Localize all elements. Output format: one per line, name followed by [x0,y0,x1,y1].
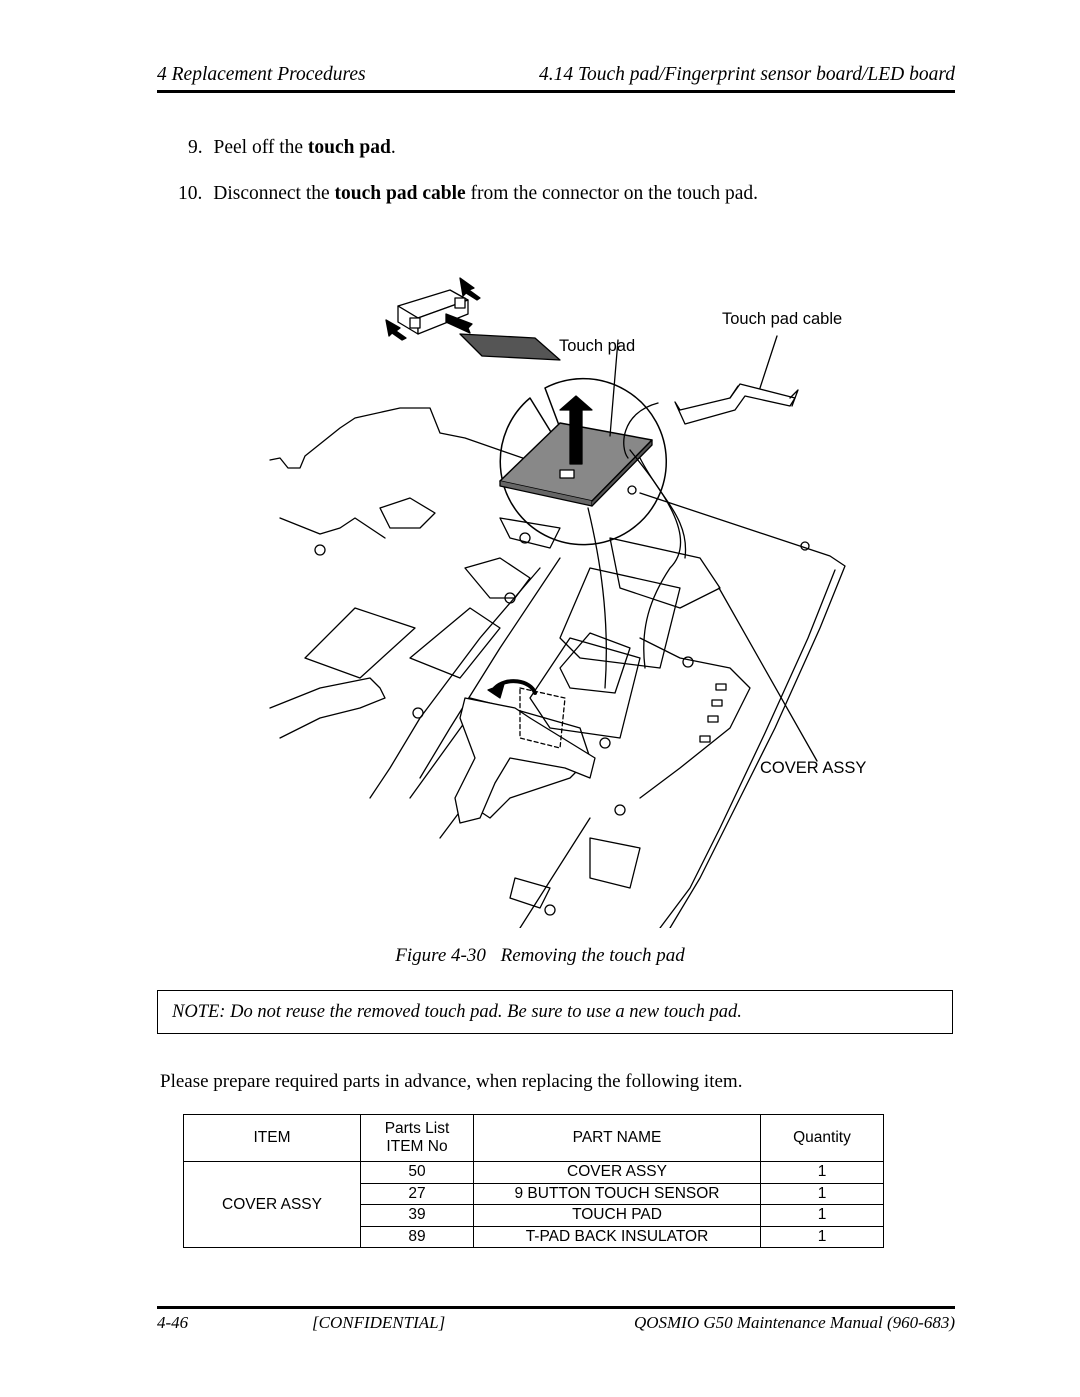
cell-part-name: COVER ASSY [473,1161,761,1184]
label-touch-pad: Touch pad [559,337,636,355]
table-row: 89 T-PAD BACK INSULATOR 1 [184,1225,884,1248]
step-text-post: . [390,137,396,158]
note-label: NOTE [172,1002,220,1022]
note-text: : Do not reuse the removed touch pad. Be… [219,1002,742,1022]
cell-quantity: 1 [760,1225,884,1248]
header-item: ITEM [183,1114,361,1162]
leader-touch-pad [609,339,619,437]
footer-page-number: 4-46 [157,1313,189,1332]
cell-item-no: 27 [360,1182,474,1205]
table-header-row: ITEM Parts List ITEM No PART NAME Quanti… [183,1114,884,1162]
footer-rule [157,1306,955,1309]
step-number: 10. [178,183,203,204]
header-section: 4.14 Touch pad/Fingerprint sensor board/… [538,64,955,85]
leader-touch-pad-cable [759,335,778,389]
t-pad-back-insulator [454,697,596,824]
header-parts-list: Parts List ITEM No [360,1114,474,1162]
step-number: 9. [188,137,203,158]
header-chapter: 4 Replacement Procedures [157,64,366,85]
cell-part-name: T-PAD BACK INSULATOR [473,1225,761,1248]
touch-pad-removal-figure: Touch pad cable Touch pad COVER ASSY [260,238,890,929]
cell-item-no: 50 [360,1161,474,1184]
label-touch-pad-cable: Touch pad cable [722,310,843,328]
header-quantity: Quantity [760,1114,884,1162]
intro-paragraph: Please prepare required parts in advance… [160,1071,743,1092]
cell-quantity: 1 [760,1204,884,1227]
table-row: 27 9 BUTTON TOUCH SENSOR 1 [184,1182,884,1205]
cell-item-no: 39 [360,1204,474,1227]
note-box: NOTE: Do not reuse the removed touch pad… [157,990,953,1034]
cell-item-no: 89 [360,1225,474,1248]
figure-caption: Figure 4-30 Removing the touch pad [0,945,1080,967]
step-10: 10. Disconnect the touch pad cable from … [178,183,758,205]
insulator-outline-dashed [519,687,566,749]
touch-pad-cable [674,383,796,425]
label-cover-assy: COVER ASSY [760,759,867,777]
cell-quantity: 1 [760,1182,884,1205]
lift-up-arrow-icon [559,395,593,465]
step-9: 9. Peel off the touch pad. [188,137,396,159]
header-part-name: PART NAME [473,1114,761,1162]
cell-part-name: 9 BUTTON TOUCH SENSOR [473,1182,761,1205]
cover-assy-frame [269,407,846,929]
table-row: 39 TOUCH PAD 1 [184,1204,884,1227]
header-rule [157,90,955,93]
footer-confidential: [CONFIDENTIAL] [312,1313,446,1332]
screw-bosses [314,485,810,916]
caption-text: Removing the touch pad [500,945,685,966]
magnifier-arrows [385,277,481,341]
step-text-bold: touch pad cable [334,183,466,204]
step-text-bold: touch pad [307,137,391,158]
cell-part-name: TOUCH PAD [473,1204,761,1227]
page-header: 4 Replacement Procedures 4.14 Touch pad/… [157,64,955,92]
step-text-pre: Disconnect the [213,183,335,204]
bracket-tabs [699,683,727,743]
caption-number: Figure 4-30 [395,945,486,966]
step-text-pre: Peel off the [213,137,308,158]
assembly-drawing [269,277,846,929]
table-row: COVER ASSY 50 COVER ASSY 1 [183,1161,884,1248]
rotate-arrow-icon [493,679,537,695]
step-text-post: from the connector on the touch pad. [465,183,759,204]
cell-quantity: 1 [760,1161,884,1184]
connector-detail [397,289,561,361]
header-parts-list-line2: ITEM No [386,1138,448,1155]
header-parts-list-line1: Parts List [384,1120,450,1137]
footer-manual-title: QOSMIO G50 Maintenance Manual (960-683) [633,1313,955,1332]
leader-cover-assy [718,587,818,762]
parts-table: ITEM Parts List ITEM No PART NAME Quanti… [183,1114,884,1248]
cell-group-item: COVER ASSY [183,1161,361,1248]
